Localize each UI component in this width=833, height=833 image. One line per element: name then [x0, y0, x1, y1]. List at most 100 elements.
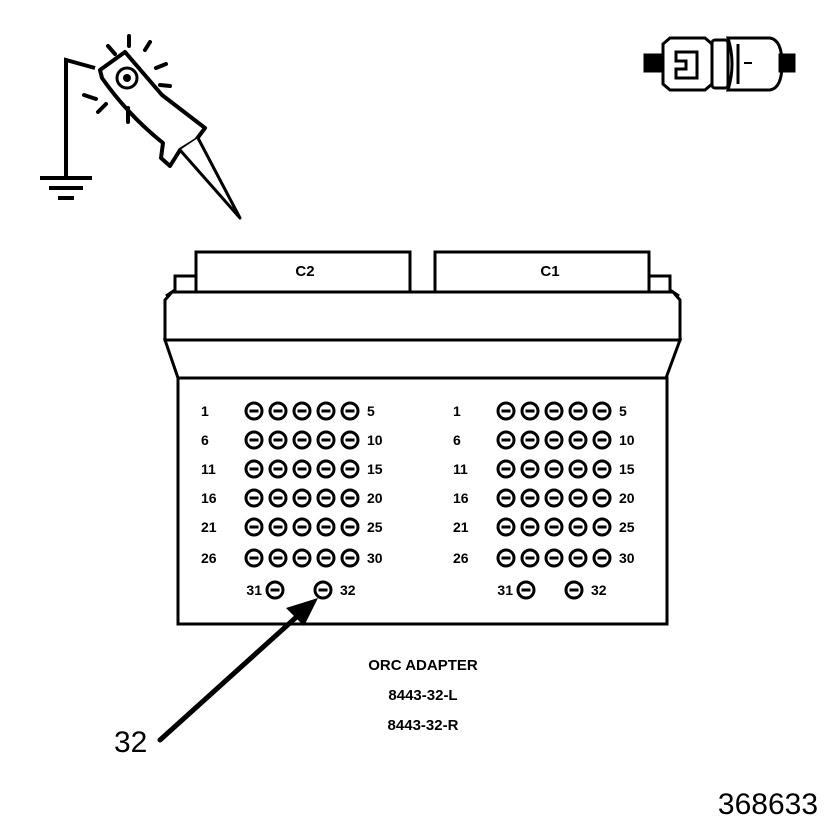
pin-number-label: 31 [246, 582, 262, 598]
pin-socket [268, 548, 288, 568]
pin-socket [544, 517, 564, 537]
pin-socket [496, 430, 516, 450]
pin-number-label: 15 [619, 461, 635, 477]
pin-number-label: 11 [453, 461, 468, 477]
pin-number-label: 5 [367, 403, 375, 419]
pin-socket [268, 517, 288, 537]
ground-symbol [40, 57, 96, 200]
figure-id: 368633 [718, 788, 818, 821]
pin-socket [568, 517, 588, 537]
pin-socket [316, 517, 336, 537]
pin-socket [496, 517, 516, 537]
pin-socket [292, 401, 312, 421]
pin-socket [592, 548, 612, 568]
pin-socket [520, 401, 540, 421]
pin-socket [544, 430, 564, 450]
pin-socket [592, 488, 612, 508]
pin-socket [544, 548, 564, 568]
pin-number-label: 25 [367, 519, 383, 535]
pin-number-label: 1 [201, 403, 209, 419]
pin-socket [268, 488, 288, 508]
pin-number-label: 32 [591, 582, 607, 598]
pin-socket [340, 430, 360, 450]
pin-number-label: 10 [367, 432, 383, 448]
pin-number-label: 21 [201, 519, 217, 535]
pin-socket [496, 459, 516, 479]
pin-socket [316, 488, 336, 508]
pin-socket [244, 517, 264, 537]
pin-socket [316, 430, 336, 450]
pin-socket [544, 459, 564, 479]
pin-socket [568, 548, 588, 568]
pin-socket [516, 580, 536, 600]
pin-number-label: 16 [453, 490, 469, 506]
pin-socket [568, 401, 588, 421]
pin-number-label: 10 [619, 432, 635, 448]
pin-socket [520, 488, 540, 508]
connector-pair-icon [643, 36, 796, 92]
pin-socket [244, 459, 264, 479]
pin-socket [292, 459, 312, 479]
pin-number-label: 32 [340, 582, 356, 598]
callout-label: 32 [114, 726, 147, 759]
pin-socket [268, 459, 288, 479]
pin-number-label: 21 [453, 519, 469, 535]
pin-number-label: 1 [453, 403, 461, 419]
pin-socket [340, 517, 360, 537]
connector-c1-label: C1 [540, 263, 559, 280]
pin-number-label: 6 [453, 432, 461, 448]
pin-socket [292, 517, 312, 537]
pin-number-label: 31 [497, 582, 513, 598]
pin-number-label: 16 [201, 490, 217, 506]
pin-socket [496, 488, 516, 508]
pin-socket [316, 459, 336, 479]
pin-socket [340, 548, 360, 568]
pin-socket [292, 430, 312, 450]
callout-arrow [157, 598, 318, 743]
pin-socket [568, 430, 588, 450]
pin-socket [544, 401, 564, 421]
pin-number-label: 5 [619, 403, 627, 419]
pin-socket [592, 459, 612, 479]
pin-socket [265, 580, 285, 600]
pin-socket [564, 580, 584, 600]
pin-socket [520, 459, 540, 479]
pin-number-label: 25 [619, 519, 635, 535]
pin-socket [568, 488, 588, 508]
pin-number-label: 26 [201, 550, 217, 566]
test-lamp-icon [82, 34, 242, 220]
pin-socket [244, 488, 264, 508]
pin-socket [313, 580, 333, 600]
pin-number-label: 26 [453, 550, 469, 566]
connector-c2-label: C2 [295, 263, 314, 280]
adapter-part-right: 8443-32-R [388, 717, 459, 734]
pin-number-label: 15 [367, 461, 383, 477]
pin-socket [568, 459, 588, 479]
pin-socket [592, 517, 612, 537]
pin-socket [268, 401, 288, 421]
pin-socket [520, 517, 540, 537]
pin-socket [316, 401, 336, 421]
pin-socket [292, 488, 312, 508]
pin-socket [520, 430, 540, 450]
pin-socket [292, 548, 312, 568]
pin-socket [244, 548, 264, 568]
pin-socket [340, 459, 360, 479]
pin-socket [592, 401, 612, 421]
adapter-title: ORC ADAPTER [368, 657, 478, 674]
pin-socket [520, 548, 540, 568]
pin-number-label: 6 [201, 432, 209, 448]
pin-number-label: 20 [619, 490, 635, 506]
pin-socket [268, 430, 288, 450]
pin-socket [544, 488, 564, 508]
pin-socket [316, 548, 336, 568]
pin-socket [244, 401, 264, 421]
pin-socket [340, 401, 360, 421]
pin-socket [496, 548, 516, 568]
pin-number-label: 11 [201, 461, 216, 477]
pin-socket [340, 488, 360, 508]
pin-socket [592, 430, 612, 450]
pin-number-label: 20 [367, 490, 383, 506]
